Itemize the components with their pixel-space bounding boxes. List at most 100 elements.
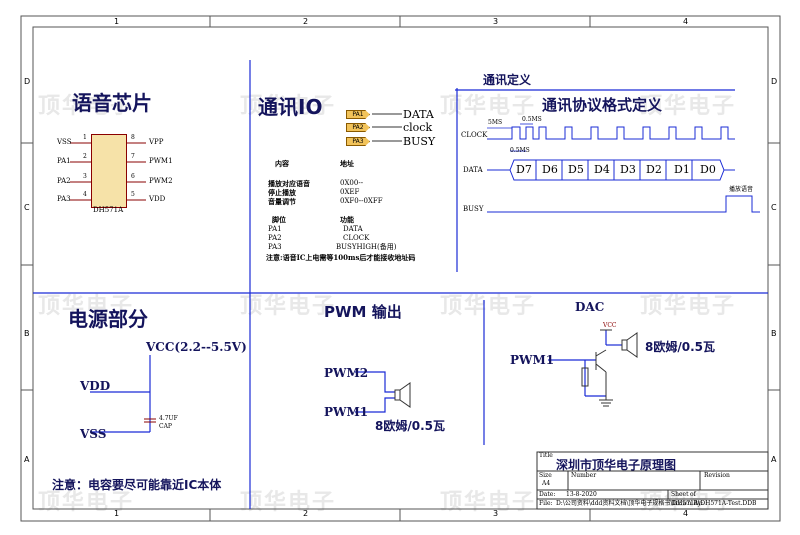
data-bit: D1 [674,163,690,176]
watermark: 顶华电子 [440,94,537,119]
table-cell-address: 0XF0--0XFF [340,197,383,205]
busy-waveform [487,195,760,213]
watermark: 顶华电子 [38,490,135,515]
pin-cell-function: BUSYHIGH(备用) [336,243,397,251]
grid-row-label: A [24,455,30,464]
grid-col-label: 4 [683,509,689,518]
title-label: Title [539,452,553,459]
schematic-title: 深圳市顶华电子原理图 [556,458,677,472]
size-value: A4 [542,480,551,487]
file-path: D:\公司资料\ddd资料文档\顶华电子规格书\DH571A\DH571A-Te… [556,500,757,507]
port-tag: PA3 [346,137,370,146]
timing-label: 0.5MS [510,147,530,154]
table-header-content: 内容 [275,159,289,168]
data-bit: D5 [568,163,584,176]
date-label: Date: [539,491,556,498]
port-name: BUSY [403,135,436,148]
vss-label: VSS [80,427,107,441]
grid-row-label: D [24,77,31,86]
chip-pin-label: PA3 [57,195,71,203]
grid-col-label: 2 [303,17,309,26]
power-title: 电源部分 [68,307,148,331]
chip-pin-number: 2 [83,153,87,160]
data-bit: D3 [620,163,636,176]
chip-pin-number: 3 [83,173,87,180]
grid-row-label: B [771,329,777,338]
comm-note: 注意:语音IC上电需等100ms后才能接收地址码 [266,253,416,262]
signal-clock-label: CLOCK [461,131,488,139]
port-tag: PA2 [346,123,370,132]
table-cell-address: 0XEF [340,188,360,196]
watermark: 顶华电子 [440,490,537,515]
timing-markers [487,123,533,152]
watermark: 顶华电子 [640,94,737,119]
timing-label: 0.5MS [522,116,542,123]
timing-label: 5MS [488,119,503,126]
dac-parts [581,329,638,407]
watermark: 顶华电子 [38,294,135,319]
data-bit: D2 [646,163,662,176]
title-block [536,451,769,510]
chip-pin-label: PWM1 [149,157,173,165]
pin-cell: PA2 [268,234,282,242]
number-label: Number [571,472,597,479]
dac-title: DAC [575,300,605,314]
power-note: 注意：电容要尽可能靠近IC本体 [52,478,222,492]
signal-busy-label: BUSY [463,205,484,213]
size-label: Size [539,472,552,479]
date-value: 13-8-2020 [566,491,597,498]
data-waveform [487,159,735,181]
table-header-address: 地址 [340,159,354,168]
chip-pin-number: 8 [131,134,135,141]
file-label: File: [539,500,553,507]
chip-pin-number: 5 [131,191,135,198]
drawn-by-label: Drawn By: [671,500,703,507]
data-bit: D0 [700,163,716,176]
grid-col-label: 3 [493,509,499,518]
dac-circuit [548,330,622,397]
data-bit: D6 [542,163,558,176]
watermark: 顶华电子 [240,294,337,319]
voice-chip-title: 语音芯片 [72,91,152,115]
grid-row-label: D [771,77,778,86]
watermark: 顶华电子 [440,294,537,319]
table-cell-content: 播放对应语音 [268,179,310,188]
pin-header-pin: 脚位 [272,215,286,224]
pin-cell-function: CLOCK [343,234,370,242]
dac-input-label: PWM1 [510,353,555,367]
watermark: 顶华电子 [640,490,737,515]
chip-part-number: DH571A [93,206,124,214]
data-bit: D4 [594,163,610,176]
revision-label: Revision [704,472,730,479]
grid-row-label: A [771,455,777,464]
pin-cell: PA1 [268,225,282,233]
chip-pin-label: PA2 [57,177,71,185]
chip-pin-number: 1 [83,134,87,141]
chip-pin-label: VSS [57,138,72,146]
cap-value: 4.7UF [159,415,178,422]
port-tag: PA1 [346,110,370,119]
port-name: clock [403,121,433,134]
grid-row-label: C [24,203,30,212]
watermark: 顶华电子 [240,94,337,119]
grid-col-label: 4 [683,17,689,26]
grid-col-label: 3 [493,17,499,26]
protocol-title: 通讯协议格式定义 [542,96,663,114]
grid-col-label: 2 [303,509,309,518]
chip-pin-number: 6 [131,173,135,180]
table-cell-content: 停止播放 [268,188,296,197]
grid-col-label: 1 [114,17,120,26]
pin-cell-function: DATA [343,225,363,233]
signal-data-label: DATA [463,166,483,174]
grid-row-label: B [24,329,30,338]
chip-pin-number: 4 [83,191,87,198]
pwm-speaker [394,382,411,408]
vcc-label: VCC(2.2--5.5V) [146,340,247,354]
watermark: 顶华电子 [38,94,135,119]
grid-col-label: 1 [114,509,120,518]
chip-pin-label: VDD [149,195,166,203]
table-cell-address: 0X00-- [340,179,364,187]
pin-cell: PA3 [268,243,282,251]
